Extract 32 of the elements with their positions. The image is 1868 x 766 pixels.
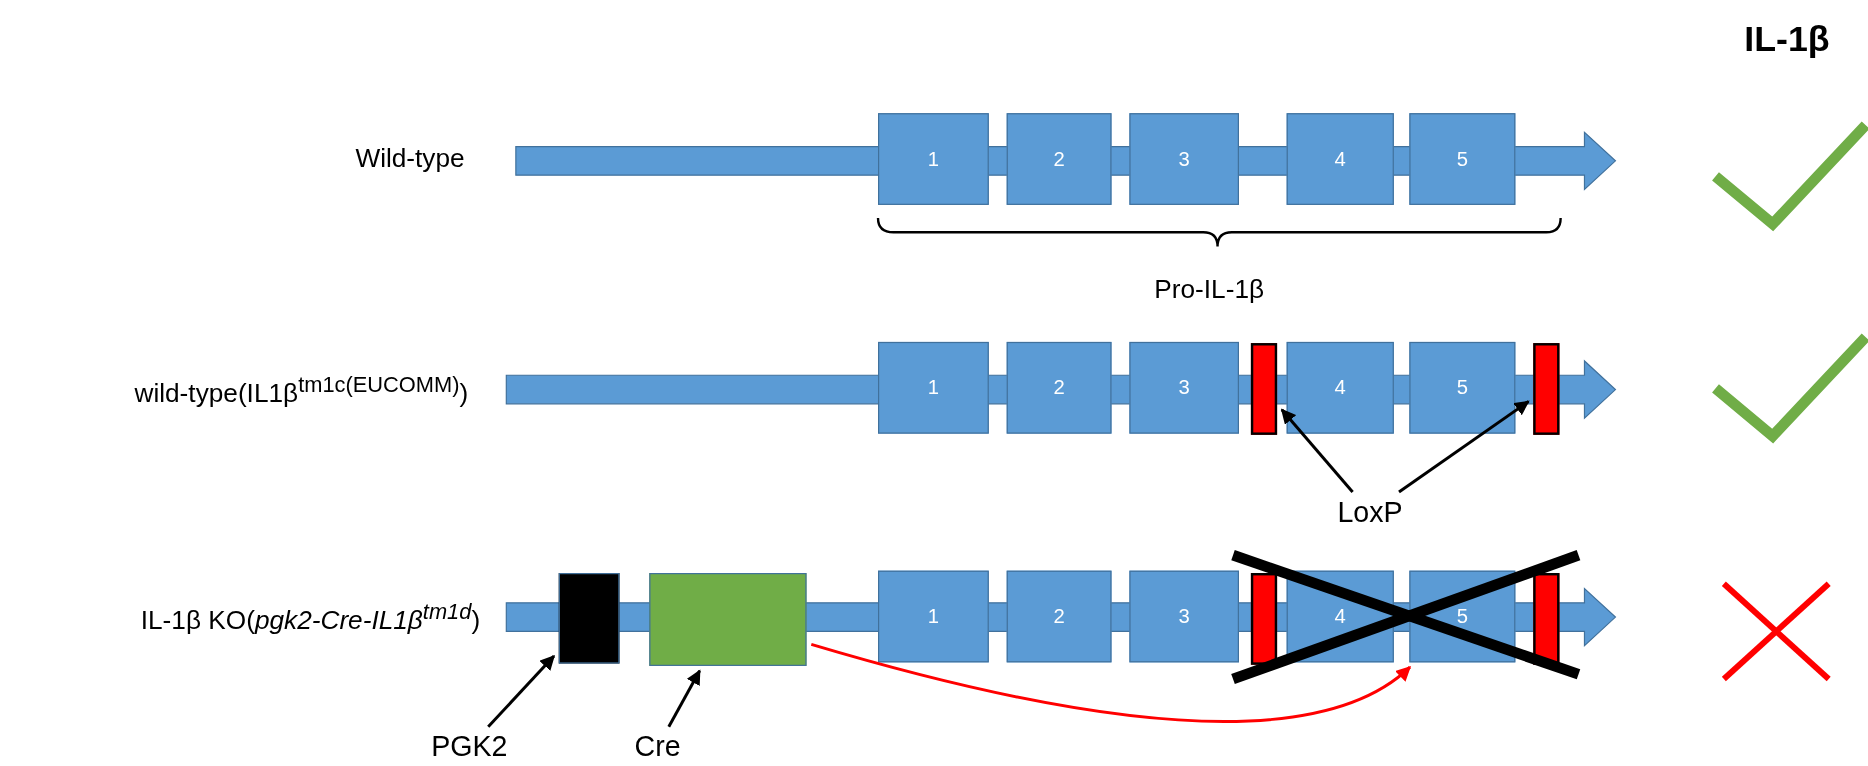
leader-line [1398,400,1530,494]
callout-label: LoxP [1324,494,1416,531]
bracket-label: Pro-IL-1β [1154,276,1265,303]
exon-box: 4 [1286,113,1394,205]
row-label: IL-1β KO(pgk2-Cre-IL1β$^{tm1d}$) [140,601,481,635]
loxp-site-box [1533,573,1560,665]
exon-box: 1 [878,113,989,205]
exon-box: 1 [878,570,989,663]
promoter-box [558,573,620,664]
exon-box: 1 [878,341,989,434]
row-label: wild-type(IL1β$^{tm1c(EUCOMM)}$) [134,374,469,407]
cre-box [649,573,807,666]
leader-line [667,669,701,728]
exon-box: 3 [1129,570,1239,663]
loxp-site-box [1250,343,1278,435]
exon-box: 4 [1286,341,1394,434]
leader-line [487,655,556,728]
callout-label: Cre [626,729,689,765]
exon-box: 5 [1409,113,1516,205]
exon-box: 5 [1409,341,1516,434]
row-label: Wild-type [355,145,465,172]
callout-label: PGK2 [428,729,510,765]
exon-box: 3 [1129,341,1239,434]
exon-box: 3 [1129,113,1239,205]
curved-arrow [810,642,1412,723]
exon-box: 2 [1006,341,1112,434]
column-heading: IL-1β [1744,21,1830,58]
exon-box: 2 [1006,113,1112,205]
exon-box: 2 [1006,570,1112,663]
loxp-site-box [1250,573,1278,665]
loxp-site-box [1533,343,1560,435]
leader-line [1280,408,1354,493]
